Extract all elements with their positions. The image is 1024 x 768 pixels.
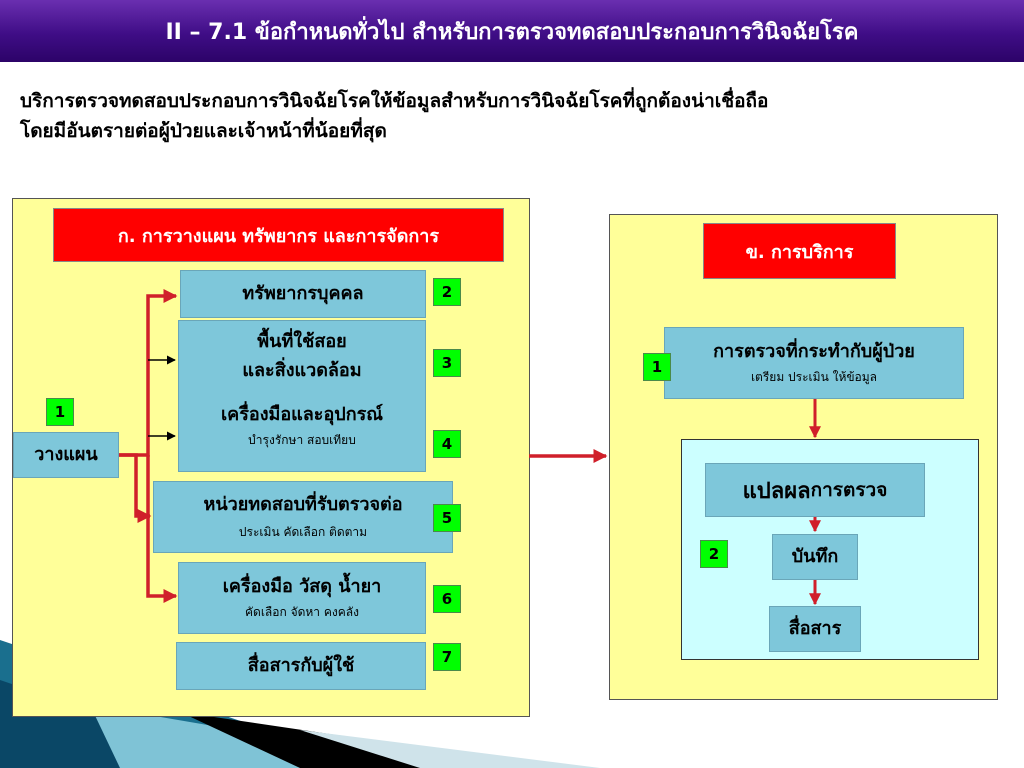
patient-exam-box: การตรวจที่กระทำกับผู้ป่วย เตรียม ประเมิน…: [664, 327, 964, 399]
item-5-badge: 5: [433, 504, 461, 532]
right-panel-heading: ข. การบริการ: [703, 223, 896, 279]
page-title-text: II – 7.1 ข้อกำหนดทั่วไป สำหรับการตรวจทดส…: [165, 19, 859, 45]
item-equipment-title: เครื่องมือและอุปกรณ์: [221, 404, 383, 425]
intro-line-1: บริการตรวจทดสอบประกอบการวินิจฉัยโรคให้ข้…: [20, 90, 769, 112]
item-equipment-sub: บำรุงรักษา สอบเทียบ: [248, 433, 356, 447]
item-facilities-title-2: และสิ่งแวดล้อม: [242, 360, 362, 381]
item-facilities-equipment: พื้นที่ใช้สอย และสิ่งแวดล้อม เครื่องมือแ…: [178, 320, 426, 472]
communicate-label: สื่อสาร: [788, 618, 842, 639]
item-human-resources: ทรัพยากรบุคคล: [180, 270, 426, 318]
plan-label: วางแผน: [34, 444, 98, 465]
item-reagents-title: เครื่องมือ วัสดุ น้ำยา: [222, 576, 382, 597]
right-panel-heading-text: ข. การบริการ: [745, 241, 854, 263]
page-title: II – 7.1 ข้อกำหนดทั่วไป สำหรับการตรวจทดส…: [0, 0, 1024, 62]
item-facilities-title-1: พื้นที่ใช้สอย: [257, 331, 347, 352]
item-3-badge: 3: [433, 349, 461, 377]
left-panel-heading-text: ก. การวางแผน ทรัพยากร และการจัดการ: [117, 225, 440, 247]
item-7-badge: 7: [433, 643, 461, 671]
service-2-badge: 2: [700, 540, 728, 568]
item-human-resources-title: ทรัพยากรบุคคล: [242, 283, 364, 304]
item-communication: สื่อสารกับผู้ใช้: [176, 642, 426, 690]
item-4-badge: 4: [433, 430, 461, 458]
left-panel-heading: ก. การวางแผน ทรัพยากร และการจัดการ: [53, 208, 504, 262]
record-label: บันทึก: [791, 546, 839, 567]
item-referral-sub: ประเมิน คัดเลือก ติดตาม: [238, 525, 368, 539]
service-1-badge: 1: [643, 353, 671, 381]
interpret-label-1: แปลผล: [742, 478, 811, 504]
interpret-label-2: การตรวจ: [810, 479, 888, 501]
record-box: บันทึก: [772, 534, 858, 580]
item-referral-title: หน่วยทดสอบที่รับตรวจต่อ: [203, 494, 403, 515]
communicate-box: สื่อสาร: [769, 606, 861, 652]
intro-line-2: โดยมีอันตรายต่อผู้ป่วยและเจ้าหน้าที่น้อย…: [20, 120, 387, 142]
item-2-badge: 2: [433, 278, 461, 306]
item-reagents-sub: คัดเลือก จัดหา คงคลัง: [245, 605, 359, 619]
item-reagents: เครื่องมือ วัสดุ น้ำยา คัดเลือก จัดหา คง…: [178, 562, 426, 634]
patient-exam-title: การตรวจที่กระทำกับผู้ป่วย: [713, 341, 915, 362]
interpret-box: แปลผล การตรวจ: [705, 463, 925, 517]
patient-exam-sub: เตรียม ประเมิน ให้ข้อมูล: [750, 370, 878, 384]
intro-text: บริการตรวจทดสอบประกอบการวินิจฉัยโรคให้ข้…: [20, 86, 1010, 146]
plan-badge: 1: [46, 398, 74, 426]
item-communication-title: สื่อสารกับผู้ใช้: [247, 655, 355, 676]
item-referral-labs: หน่วยทดสอบที่รับตรวจต่อ ประเมิน คัดเลือก…: [153, 481, 453, 553]
item-6-badge: 6: [433, 585, 461, 613]
plan-box: วางแผน: [13, 432, 119, 478]
